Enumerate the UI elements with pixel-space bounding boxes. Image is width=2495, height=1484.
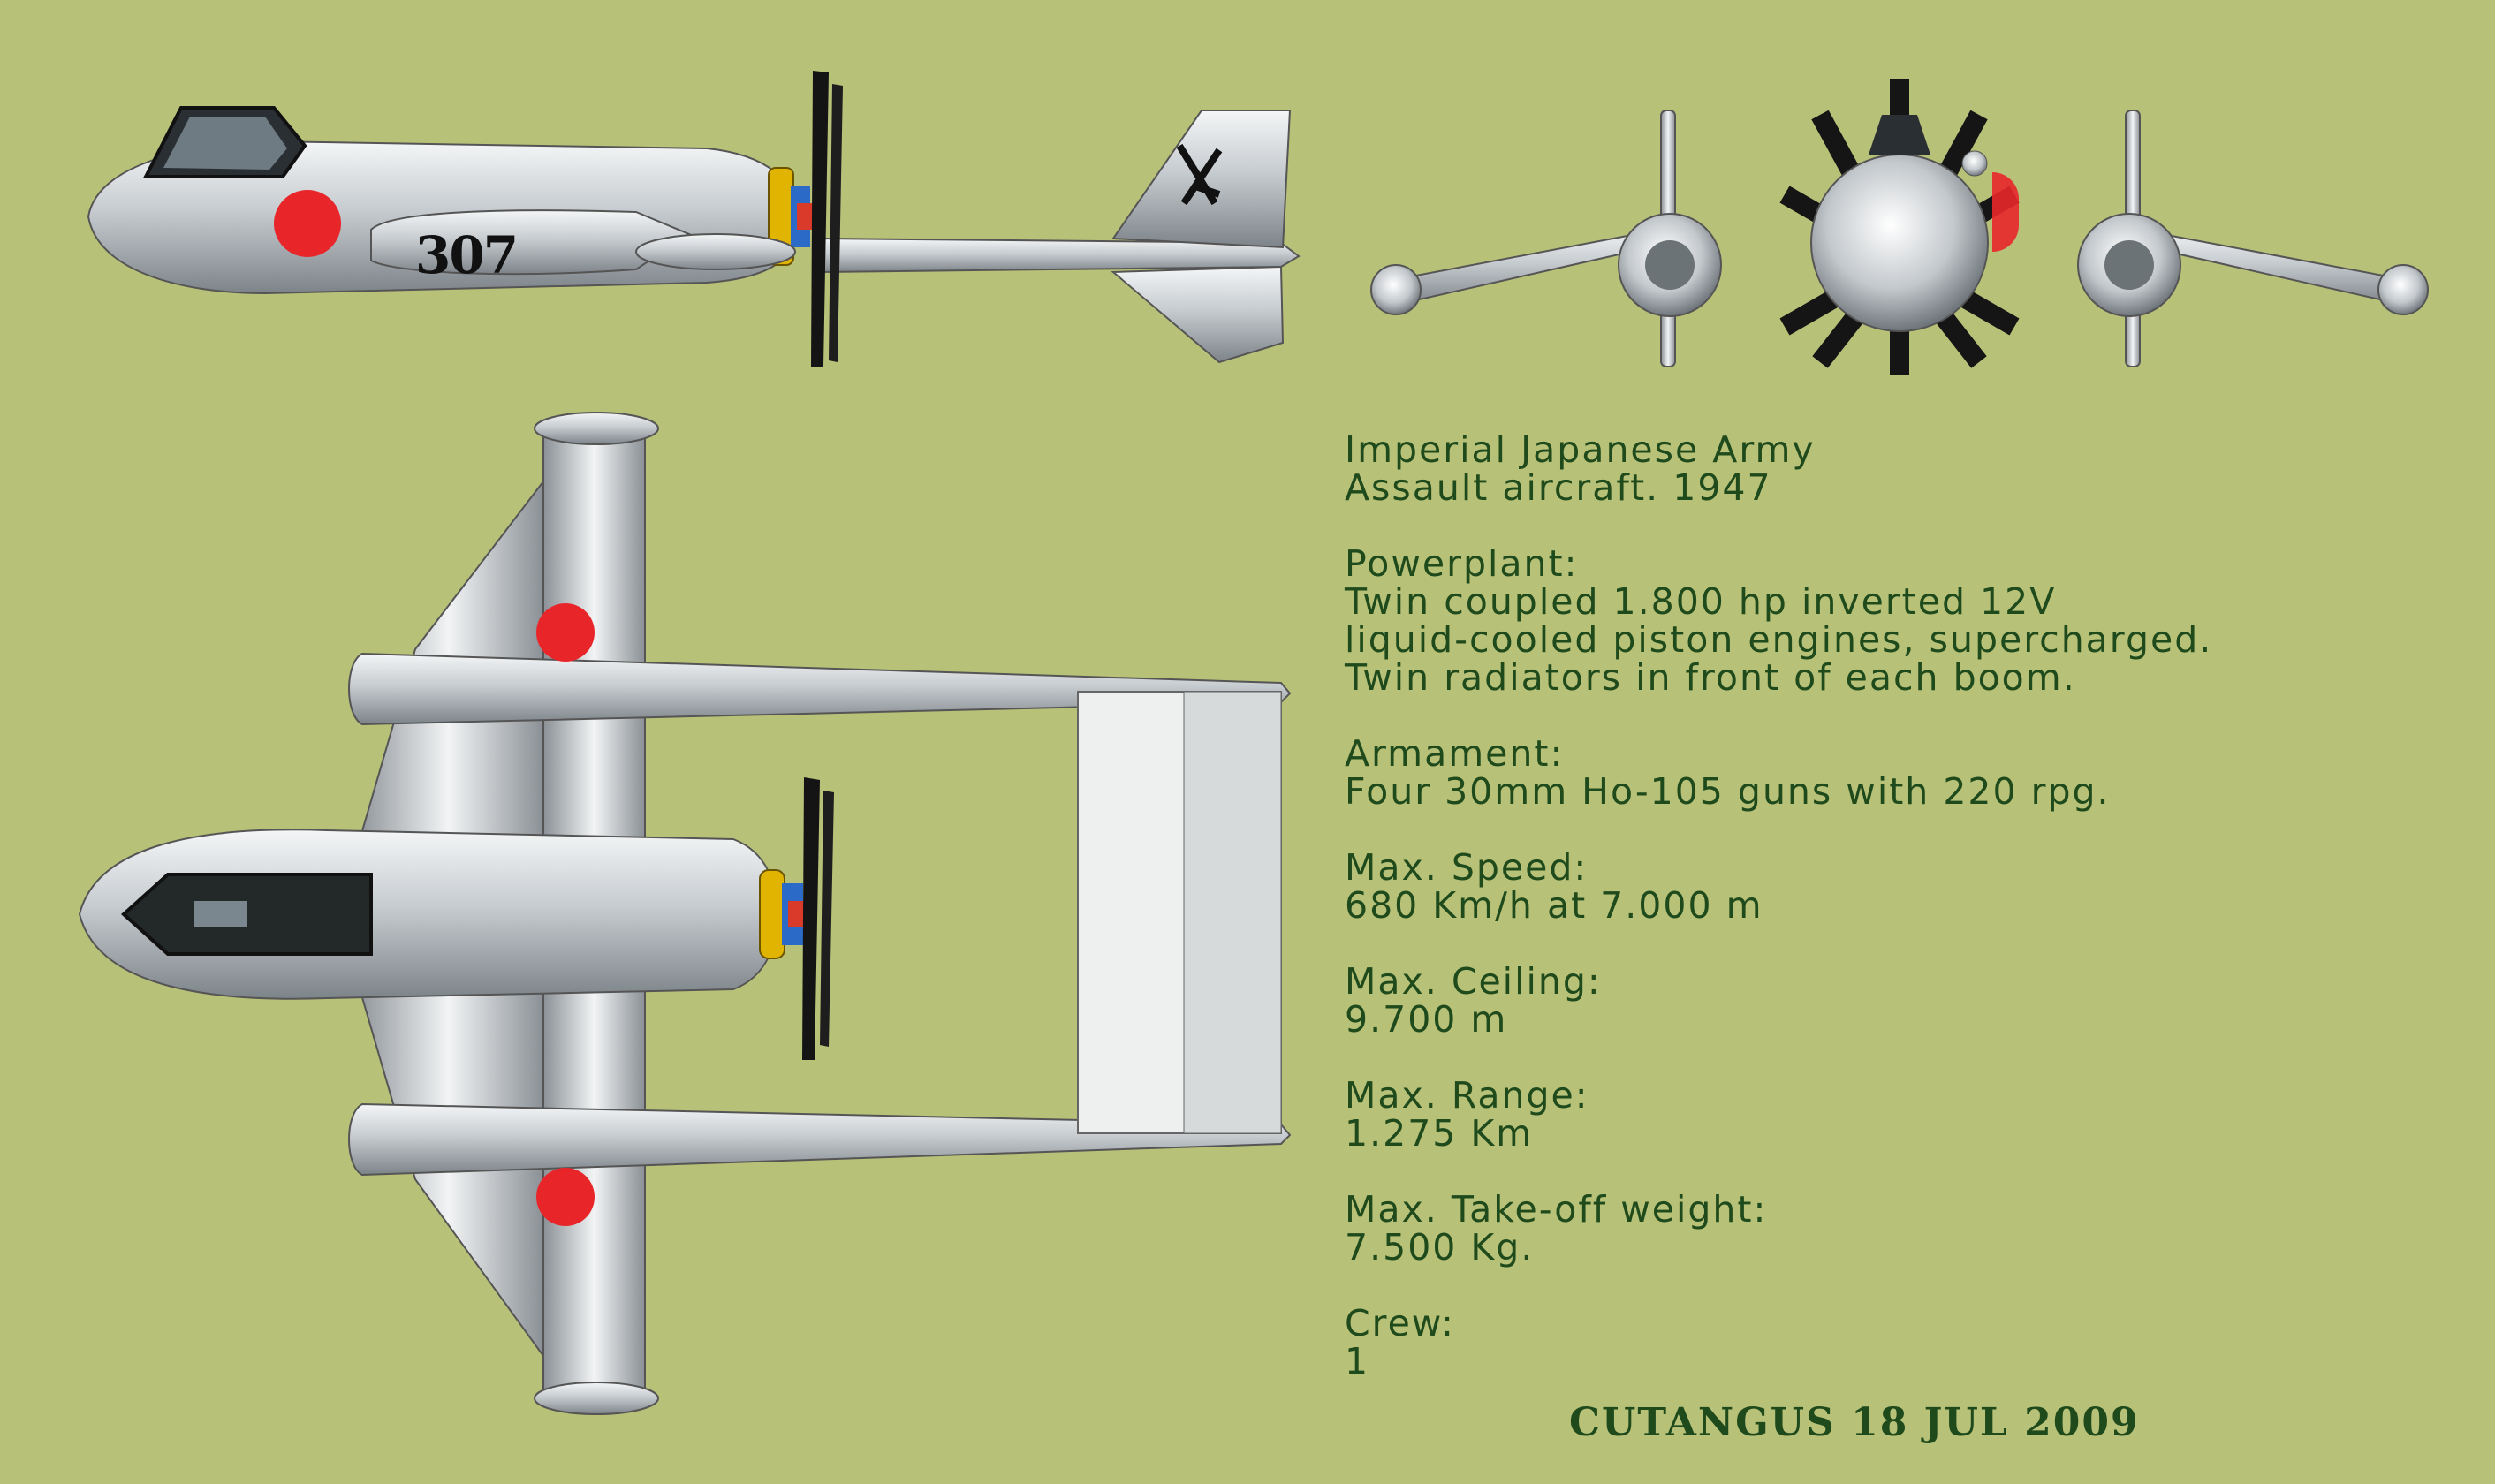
powerplant-line-1: Twin coupled 1.800 hp inverted 12V xyxy=(1345,580,2057,623)
side-view-drawing xyxy=(87,71,1301,367)
ceiling-value: 9.700 m xyxy=(1345,998,1508,1041)
range-value: 1.275 Km xyxy=(1345,1112,1534,1155)
crew-label: Crew: xyxy=(1345,1302,1455,1344)
top-hinomaru-lower xyxy=(536,1168,595,1226)
crew-value: 1 xyxy=(1345,1340,1370,1382)
range-label: Max. Range: xyxy=(1345,1074,1589,1117)
title-block: Imperial Japanese Army Assault aircraft.… xyxy=(1345,431,2467,507)
side-tail-number: 307 xyxy=(415,225,519,285)
ceiling-label: Max. Ceiling: xyxy=(1345,960,1602,1003)
title-line-2: Assault aircraft. 1947 xyxy=(1345,466,1772,509)
speed-block: Max. Speed: 680 Km/h at 7.000 m xyxy=(1345,849,2467,925)
takeoff-block: Max. Take-off weight: 7.500 Kg. xyxy=(1345,1191,2467,1267)
powerplant-line-3: Twin radiators in front of each boom. xyxy=(1345,656,2076,699)
powerplant-label: Powerplant: xyxy=(1345,542,1579,585)
top-hinomaru-upper xyxy=(536,603,595,662)
top-view-drawing xyxy=(78,412,1292,1415)
specifications-panel: Imperial Japanese Army Assault aircraft.… xyxy=(1345,431,2467,1419)
armament-value: Four 30mm Ho-105 guns with 220 rpg. xyxy=(1345,770,2111,813)
side-hinomaru xyxy=(274,190,341,257)
artist-signature: CUTANGUS 18 JUL 2009 xyxy=(1569,1400,2140,1445)
speed-value: 680 Km/h at 7.000 m xyxy=(1345,884,1763,927)
takeoff-value: 7.500 Kg. xyxy=(1345,1226,1535,1268)
ceiling-block: Max. Ceiling: 9.700 m xyxy=(1345,963,2467,1039)
speed-label: Max. Speed: xyxy=(1345,846,1589,889)
armament-block: Armament: Four 30mm Ho-105 guns with 220… xyxy=(1345,735,2467,811)
title-line-1: Imperial Japanese Army xyxy=(1345,428,1816,471)
powerplant-block: Powerplant: Twin coupled 1.800 hp invert… xyxy=(1345,545,2467,697)
armament-label: Armament: xyxy=(1345,732,1565,775)
crew-block: Crew: 1 xyxy=(1345,1305,2467,1381)
front-hinomaru-left xyxy=(1992,172,2019,252)
front-view-drawing xyxy=(1370,80,2429,375)
takeoff-label: Max. Take-off weight: xyxy=(1345,1188,1768,1230)
range-block: Max. Range: 1.275 Km xyxy=(1345,1077,2467,1153)
powerplant-line-2: liquid-cooled piston engines, supercharg… xyxy=(1345,618,2213,661)
